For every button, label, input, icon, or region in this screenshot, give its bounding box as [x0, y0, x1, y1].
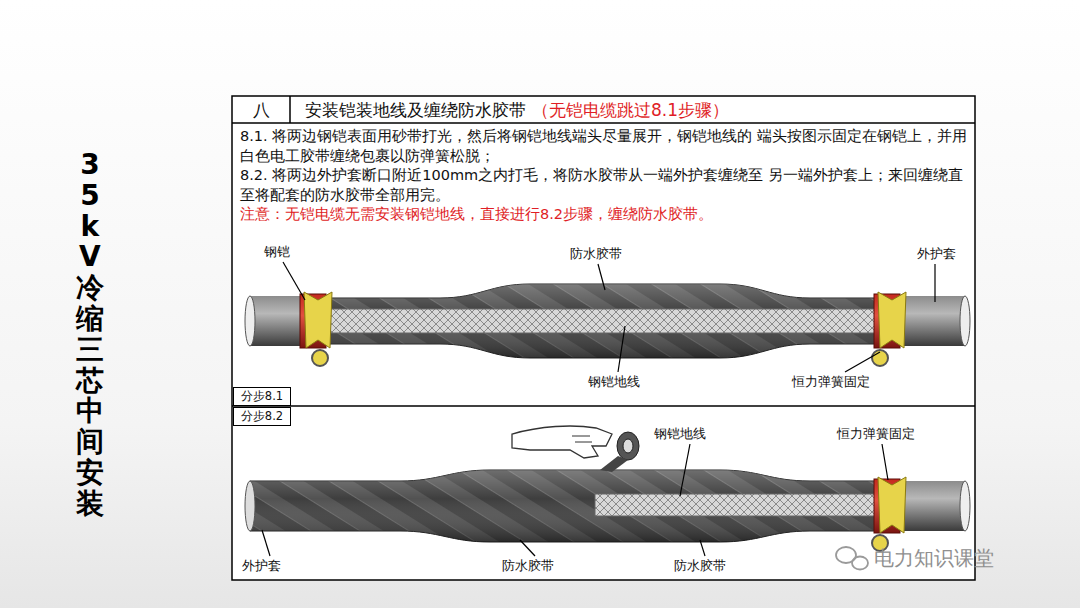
part-label: 恒力弹簧固定: [790, 374, 872, 390]
node-text: 安装铠装地线及缠绕防水胶带: [305, 99, 526, 122]
part-label: 外护套: [915, 246, 958, 262]
node-text: 分步8.1: [241, 389, 283, 404]
step-label-box: 分步8.2: [233, 407, 291, 426]
part-label: 钢铠: [262, 244, 292, 260]
part-label: 防水胶带: [500, 558, 556, 574]
step-text: 8.2. 将两边外护套断口附近100mm之内打毛，将防水胶带从一端外护套缠绕至 …: [240, 166, 968, 205]
header-cell: 安装铠装地线及缠绕防水胶带 （无铠电缆跳过8.1步骤）: [291, 97, 974, 123]
step-text: 8.1. 将两边钢铠表面用砂带打光，然后将钢铠地线端头尽量展开，钢铠地线的 端头…: [240, 127, 968, 166]
part-label: 钢铠地线: [652, 426, 708, 442]
watermark: 电力知识课堂: [874, 546, 994, 570]
part-label: 外护套: [240, 558, 283, 574]
part-label: 恒力弹簧固定: [835, 426, 917, 442]
note-text: 注意：无铠电缆无需安装钢铠地线，直接进行8.2步骤，缠绕防水胶带。: [240, 205, 968, 225]
part-label: 防水胶带: [672, 558, 728, 574]
step-label-box: 分步8.1: [233, 387, 291, 406]
node-text: 八: [253, 99, 270, 122]
part-label: 防水胶带: [568, 246, 624, 262]
vertical-title: 35 kV冷缩三芯中间安装: [71, 150, 109, 520]
part-label: 钢铠地线: [586, 374, 642, 390]
header-cell: 八: [233, 97, 290, 123]
node-text: 分步8.2: [241, 409, 283, 424]
header-note: （无铠电缆跳过8.1步骤）: [532, 99, 729, 122]
